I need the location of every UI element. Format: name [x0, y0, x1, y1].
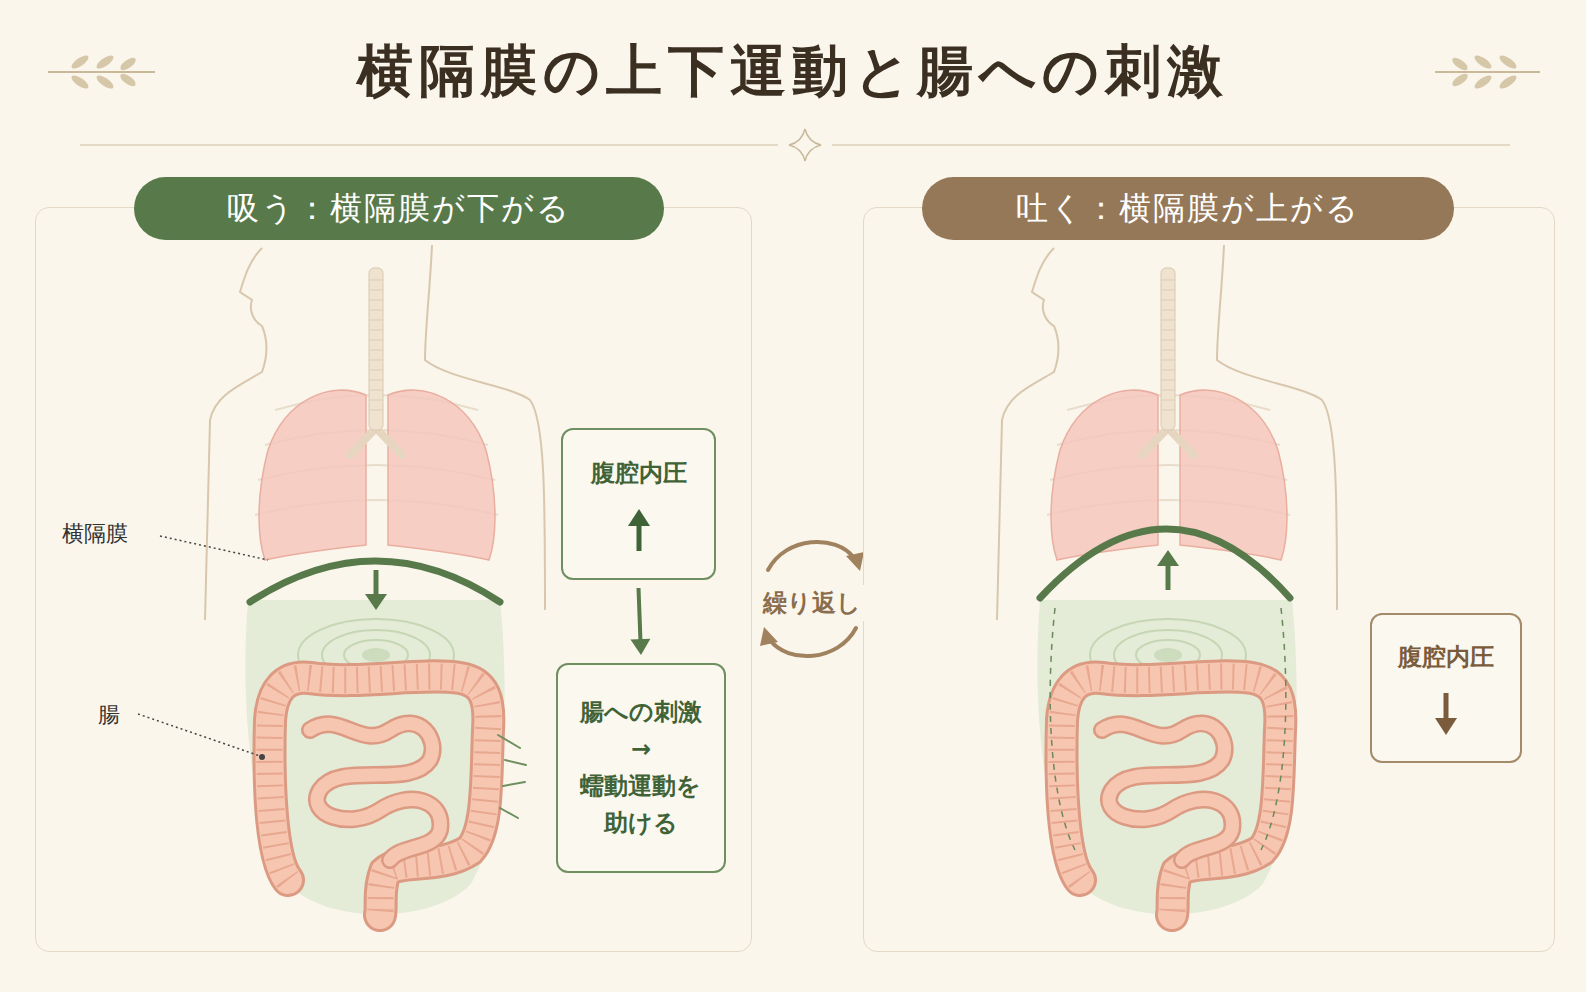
header-pill: 吐く：横隔膜が上がる	[922, 177, 1454, 240]
connector	[630, 588, 650, 655]
part-label: 繰り返し	[759, 585, 865, 621]
up-arrow-icon	[624, 507, 654, 553]
diagram-title: 横隔膜の上下運動と腸への刺激	[0, 34, 1586, 110]
header-text: 吐く：横隔膜が上がる	[1016, 189, 1360, 227]
arrow-head	[630, 639, 650, 655]
step-panel: 吸う：横隔膜が下がる腹腔内圧腸への刺激 → 蠕動運動を 助ける	[35, 207, 752, 952]
info-box: 腸への刺激 → 蠕動運動を 助ける	[556, 663, 726, 873]
box-text: 腸への刺激 → 蠕動運動を 助ける	[574, 694, 708, 843]
arrow-shaft	[636, 523, 641, 551]
header-pill: 吸う：横隔膜が下がる	[134, 177, 664, 240]
info-box: 腹腔内圧	[1370, 613, 1522, 763]
box-text: 腹腔内圧	[1398, 639, 1494, 676]
step-panel: 吐く：横隔膜が上がる腹腔内圧	[863, 207, 1555, 952]
part-label: 腸	[98, 700, 120, 730]
arrow-shaft	[1444, 693, 1449, 721]
down-arrow-icon	[1431, 691, 1461, 737]
info-box: 腹腔内圧	[561, 428, 716, 580]
arrow-head	[628, 509, 650, 526]
connector-line	[639, 588, 641, 643]
arrow-head	[1435, 718, 1457, 735]
box-text: 腹腔内圧	[591, 455, 687, 492]
part-label: 横隔膜	[62, 519, 128, 549]
header-text: 吸う：横隔膜が下がる	[227, 189, 571, 227]
